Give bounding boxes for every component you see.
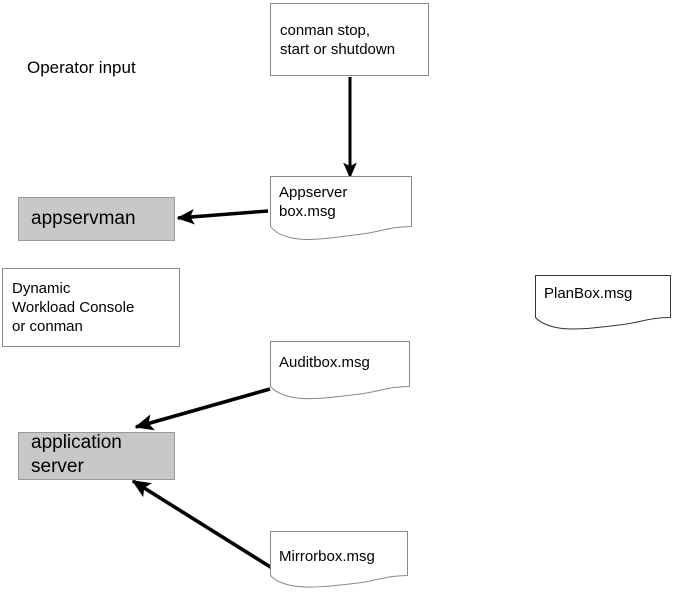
auditbox-msg-label: Auditbox.msg bbox=[279, 354, 370, 371]
node-planbox-msg: PlanBox.msg bbox=[535, 275, 671, 331]
operator-input-label: Operator input bbox=[27, 58, 136, 77]
node-appserverbox-msg: Appserver box.msg bbox=[270, 176, 412, 242]
appserverbox-msg-line-2: box.msg bbox=[279, 203, 336, 220]
planbox-msg-label: PlanBox.msg bbox=[544, 285, 633, 302]
node-appservman: appservman bbox=[18, 197, 175, 241]
appserverbox-msg-line-1: Appserver bbox=[279, 184, 348, 201]
node-dynamic-workload-console: Dynamic Workload Console or conman bbox=[2, 268, 180, 347]
conman-command-line-1: conman stop, bbox=[280, 21, 371, 39]
document-shape-icon bbox=[270, 531, 408, 588]
connector-mirrorbox-to-application-server bbox=[131, 479, 273, 570]
document-shape-icon bbox=[270, 176, 412, 240]
application-server-line-1: application bbox=[31, 432, 122, 453]
appservman-label: appservman bbox=[31, 208, 136, 229]
connector-auditbox-to-application-server bbox=[134, 387, 271, 431]
application-server-line-2: server bbox=[31, 456, 84, 477]
node-application-server: application server bbox=[18, 432, 175, 480]
dynamic-workload-console-line-1: Dynamic bbox=[12, 280, 71, 297]
connector-appserverbox-to-appservman bbox=[176, 208, 269, 225]
document-shape-icon bbox=[535, 275, 671, 330]
node-mirrorbox-msg: Mirrorbox.msg bbox=[270, 531, 408, 589]
conman-command-line-2: start or shutdown bbox=[280, 40, 396, 58]
dynamic-workload-console-line-3: or conman bbox=[12, 318, 83, 335]
document-shape-icon bbox=[270, 341, 410, 400]
node-conman-command: conman stop, start or shutdown bbox=[270, 3, 429, 76]
node-auditbox-msg: Auditbox.msg bbox=[270, 341, 410, 401]
mirrorbox-msg-label: Mirrorbox.msg bbox=[279, 548, 375, 565]
dynamic-workload-console-line-2: Workload Console bbox=[12, 299, 135, 316]
